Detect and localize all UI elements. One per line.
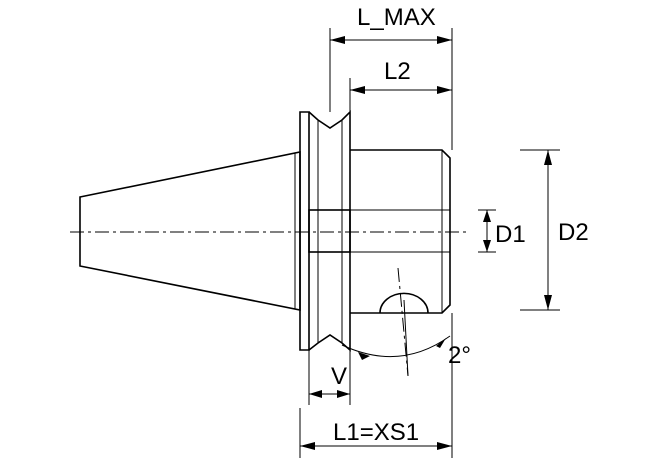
taper-cone xyxy=(79,151,301,311)
flange xyxy=(299,110,351,352)
l1-label: L1=XS1 xyxy=(333,419,419,446)
l1-dimension xyxy=(299,313,453,458)
v-label: V xyxy=(331,363,347,390)
l-max-label: L_MAX xyxy=(357,4,436,31)
d1-dimension xyxy=(478,209,496,253)
screw-axis xyxy=(397,267,409,377)
d2-dimension xyxy=(520,149,560,311)
l2-dimension xyxy=(349,78,452,112)
d1-label: D1 xyxy=(495,221,526,248)
l-max-dimension xyxy=(329,28,453,150)
angle-label: 2° xyxy=(448,342,471,369)
angle-arc xyxy=(341,335,451,360)
d2-label: D2 xyxy=(558,219,589,246)
v-dimension xyxy=(308,350,351,405)
l2-label: L2 xyxy=(384,58,411,85)
